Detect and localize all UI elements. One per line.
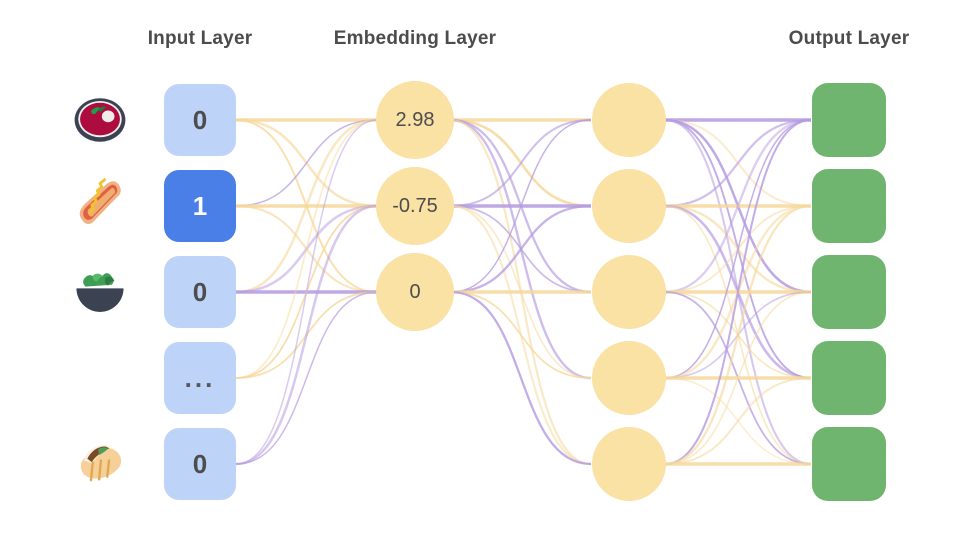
connection-edge <box>450 118 592 380</box>
input-node-value: 1 <box>192 190 208 221</box>
connection-edge <box>450 205 592 293</box>
connection-edge <box>664 291 812 379</box>
connection-edge <box>450 118 592 294</box>
connection-edge <box>235 119 378 207</box>
hot-dog-icon <box>71 177 129 235</box>
input-node-value: ... <box>184 362 216 393</box>
connection-edge <box>235 204 378 294</box>
hidden-node-4[interactable] <box>592 341 666 415</box>
embedding-node-1[interactable]: 2.98 <box>376 81 454 159</box>
connection-edge <box>235 118 378 208</box>
connection-edge <box>235 118 378 294</box>
input-node-value: 0 <box>192 276 208 307</box>
connection-edge <box>450 118 592 466</box>
input-node-2[interactable]: 1 <box>164 170 236 242</box>
input-layer-title: Input Layer <box>147 28 253 49</box>
connection-edge <box>450 118 592 208</box>
connection-edge <box>235 205 378 379</box>
connection-edge <box>450 204 592 294</box>
output-node-3[interactable] <box>812 255 886 329</box>
connection-edge <box>235 119 378 293</box>
input-node-5[interactable]: 0 <box>164 428 236 500</box>
connection-edge <box>235 204 378 294</box>
connection-edge <box>664 119 812 379</box>
output-node-1[interactable] <box>812 83 886 157</box>
embedding-layer-title: Embedding Layer <box>333 28 497 49</box>
input-node-value: 0 <box>192 104 208 135</box>
connection-edge <box>450 204 592 466</box>
connection-edge <box>450 205 592 379</box>
connection-edge <box>664 291 812 379</box>
embedding-node-value: 2.98 <box>395 108 435 131</box>
connection-edge <box>664 118 812 208</box>
connection-edge <box>235 119 378 379</box>
input-node-3[interactable]: 0 <box>164 256 236 328</box>
input-node-1[interactable]: 0 <box>164 84 236 156</box>
connection-edge <box>235 119 378 465</box>
connection-edge <box>664 291 812 465</box>
connection-edge <box>664 204 812 380</box>
salad-bowl-icon <box>71 263 129 321</box>
input-node-value: 0 <box>192 448 208 479</box>
connection-edge <box>664 118 812 466</box>
connection-edge <box>450 290 592 466</box>
hidden-node-2[interactable] <box>592 169 666 243</box>
connection-edge <box>235 291 378 379</box>
connection-edge <box>664 377 812 465</box>
hidden-node-1[interactable] <box>592 83 666 157</box>
burrito-icon <box>71 435 129 493</box>
embedding-node-value: -0.75 <box>392 194 438 217</box>
connection-edge <box>664 118 812 294</box>
embedding-node-value: 0 <box>409 280 421 303</box>
connection-edge <box>664 118 812 294</box>
output-layer-title: Output Layer <box>788 28 910 49</box>
connection-edge <box>664 204 812 294</box>
connection-edge <box>450 119 592 293</box>
connection-edge <box>235 204 378 466</box>
connection-edge <box>664 205 812 293</box>
connection-edge <box>664 118 812 208</box>
output-node-4[interactable] <box>812 341 886 415</box>
connection-edge <box>664 119 812 379</box>
connection-edge <box>664 118 812 466</box>
hidden-node-5[interactable] <box>592 427 666 501</box>
hidden-node-3[interactable] <box>592 255 666 329</box>
connection-edge <box>664 205 812 465</box>
connection-edge <box>664 376 812 466</box>
connection-edge <box>664 291 812 465</box>
output-node-2[interactable] <box>812 169 886 243</box>
connection-edge <box>450 291 592 379</box>
soup-bowl-icon <box>71 91 129 149</box>
connection-edge <box>450 118 592 208</box>
embedding-node-3[interactable]: 0 <box>376 253 454 331</box>
connection-edge <box>235 291 378 465</box>
connection-edge <box>664 204 812 466</box>
embedding-node-2[interactable]: -0.75 <box>376 167 454 245</box>
output-node-5[interactable] <box>812 427 886 501</box>
input-node-4[interactable]: ... <box>164 342 236 414</box>
connection-edge <box>664 204 812 380</box>
